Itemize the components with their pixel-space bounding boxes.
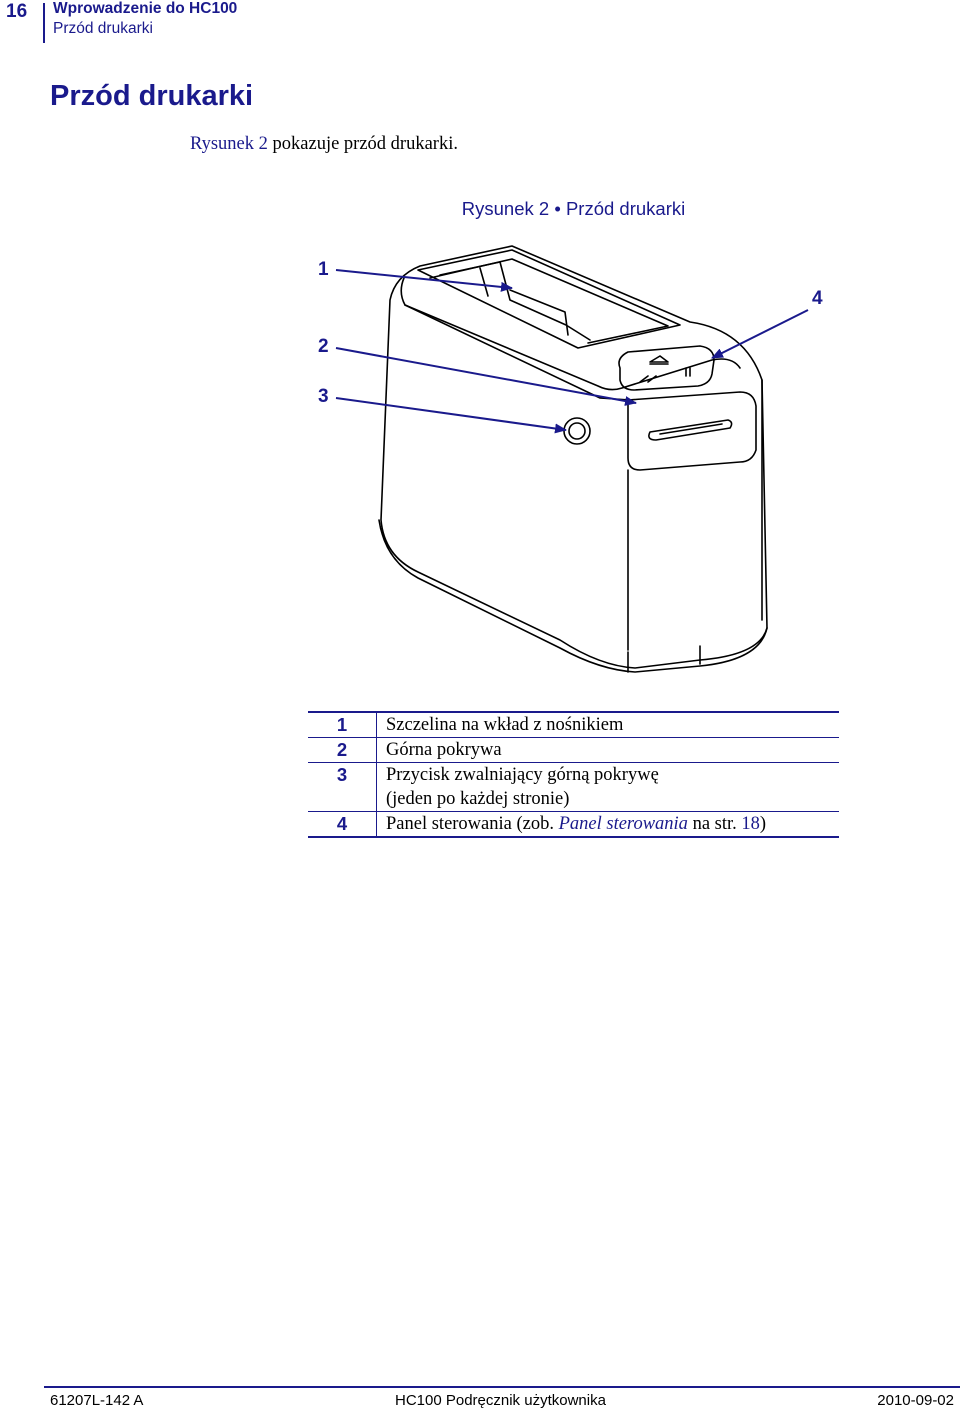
page-title: Przód drukarki xyxy=(50,80,254,112)
footer-doc-id: 61207L-142 A xyxy=(50,1392,144,1409)
legend-row: 1 Szczelina na wkład z nośnikiem xyxy=(308,712,839,738)
header-divider xyxy=(43,3,45,43)
legend-description-line: (jeden po każdej stronie) xyxy=(386,789,570,809)
figure-legend-table: 1 Szczelina na wkład z nośnikiem 2 Górna… xyxy=(308,711,839,838)
release-button xyxy=(568,422,586,440)
output-slot xyxy=(648,419,733,441)
intro-text: pokazuje przód drukarki. xyxy=(267,134,458,154)
page-reference-link[interactable]: 18 xyxy=(741,814,760,834)
printer-front-illustration xyxy=(335,245,809,673)
legend-row: 2 Górna pokrywa xyxy=(308,737,839,763)
legend-description: Górna pokrywa xyxy=(376,737,839,763)
figure-link[interactable]: Rysunek 2 xyxy=(190,134,268,154)
printer-base-line xyxy=(378,519,768,673)
legend-description: Przycisk zwalniający górną pokrywę (jede… xyxy=(376,762,839,812)
footer-doc-title: HC100 Podręcznik użytkownika xyxy=(395,1392,606,1409)
release-button-ring xyxy=(563,417,591,445)
callout-3-arrow xyxy=(335,397,567,434)
callout-1: 1 xyxy=(318,259,329,280)
legend-row: 4 Panel sterowania (zob. Panel sterowani… xyxy=(308,811,839,837)
legend-number: 3 xyxy=(308,762,377,812)
figure-caption: Rysunek 2 • Przód drukarki xyxy=(461,198,686,219)
header-section: Przód drukarki xyxy=(53,20,153,37)
printer-body-outline xyxy=(380,245,768,669)
legend-description-line: Przycisk zwalniający górną pokrywę xyxy=(386,765,659,785)
footer-divider xyxy=(44,1386,960,1388)
output-panel xyxy=(627,391,757,471)
footer-date: 2010-09-02 xyxy=(877,1392,954,1409)
legend-description: Panel sterowania (zob. Panel sterowania … xyxy=(376,811,839,837)
legend-text: Panel sterowania (zob. xyxy=(386,814,559,834)
legend-text: ) xyxy=(759,814,767,834)
callout-2: 2 xyxy=(318,336,329,357)
legend-text: na str. xyxy=(687,814,742,834)
legend-number: 2 xyxy=(308,737,377,763)
callout-3: 3 xyxy=(318,386,329,407)
control-panel-link[interactable]: Panel sterowania xyxy=(558,814,688,834)
callout-2-arrow xyxy=(335,347,637,406)
top-cover-outline xyxy=(400,277,741,391)
callout-4: 4 xyxy=(812,288,823,309)
media-slot-opening xyxy=(417,249,681,349)
legend-row: 3 Przycisk zwalniający górną pokrywę (je… xyxy=(308,762,839,812)
legend-number: 4 xyxy=(308,811,377,837)
legend-description: Szczelina na wkład z nośnikiem xyxy=(386,715,624,735)
callout-4-arrow xyxy=(711,309,809,359)
page-number: 16 xyxy=(6,1,28,22)
header-chapter: Wprowadzenie do HC100 xyxy=(53,0,238,17)
legend-number: 1 xyxy=(308,712,377,738)
callout-1-arrow xyxy=(335,269,513,292)
intro-paragraph: Rysunek 2 pokazuje przód drukarki. xyxy=(190,134,458,155)
control-panel-outline xyxy=(618,345,715,391)
